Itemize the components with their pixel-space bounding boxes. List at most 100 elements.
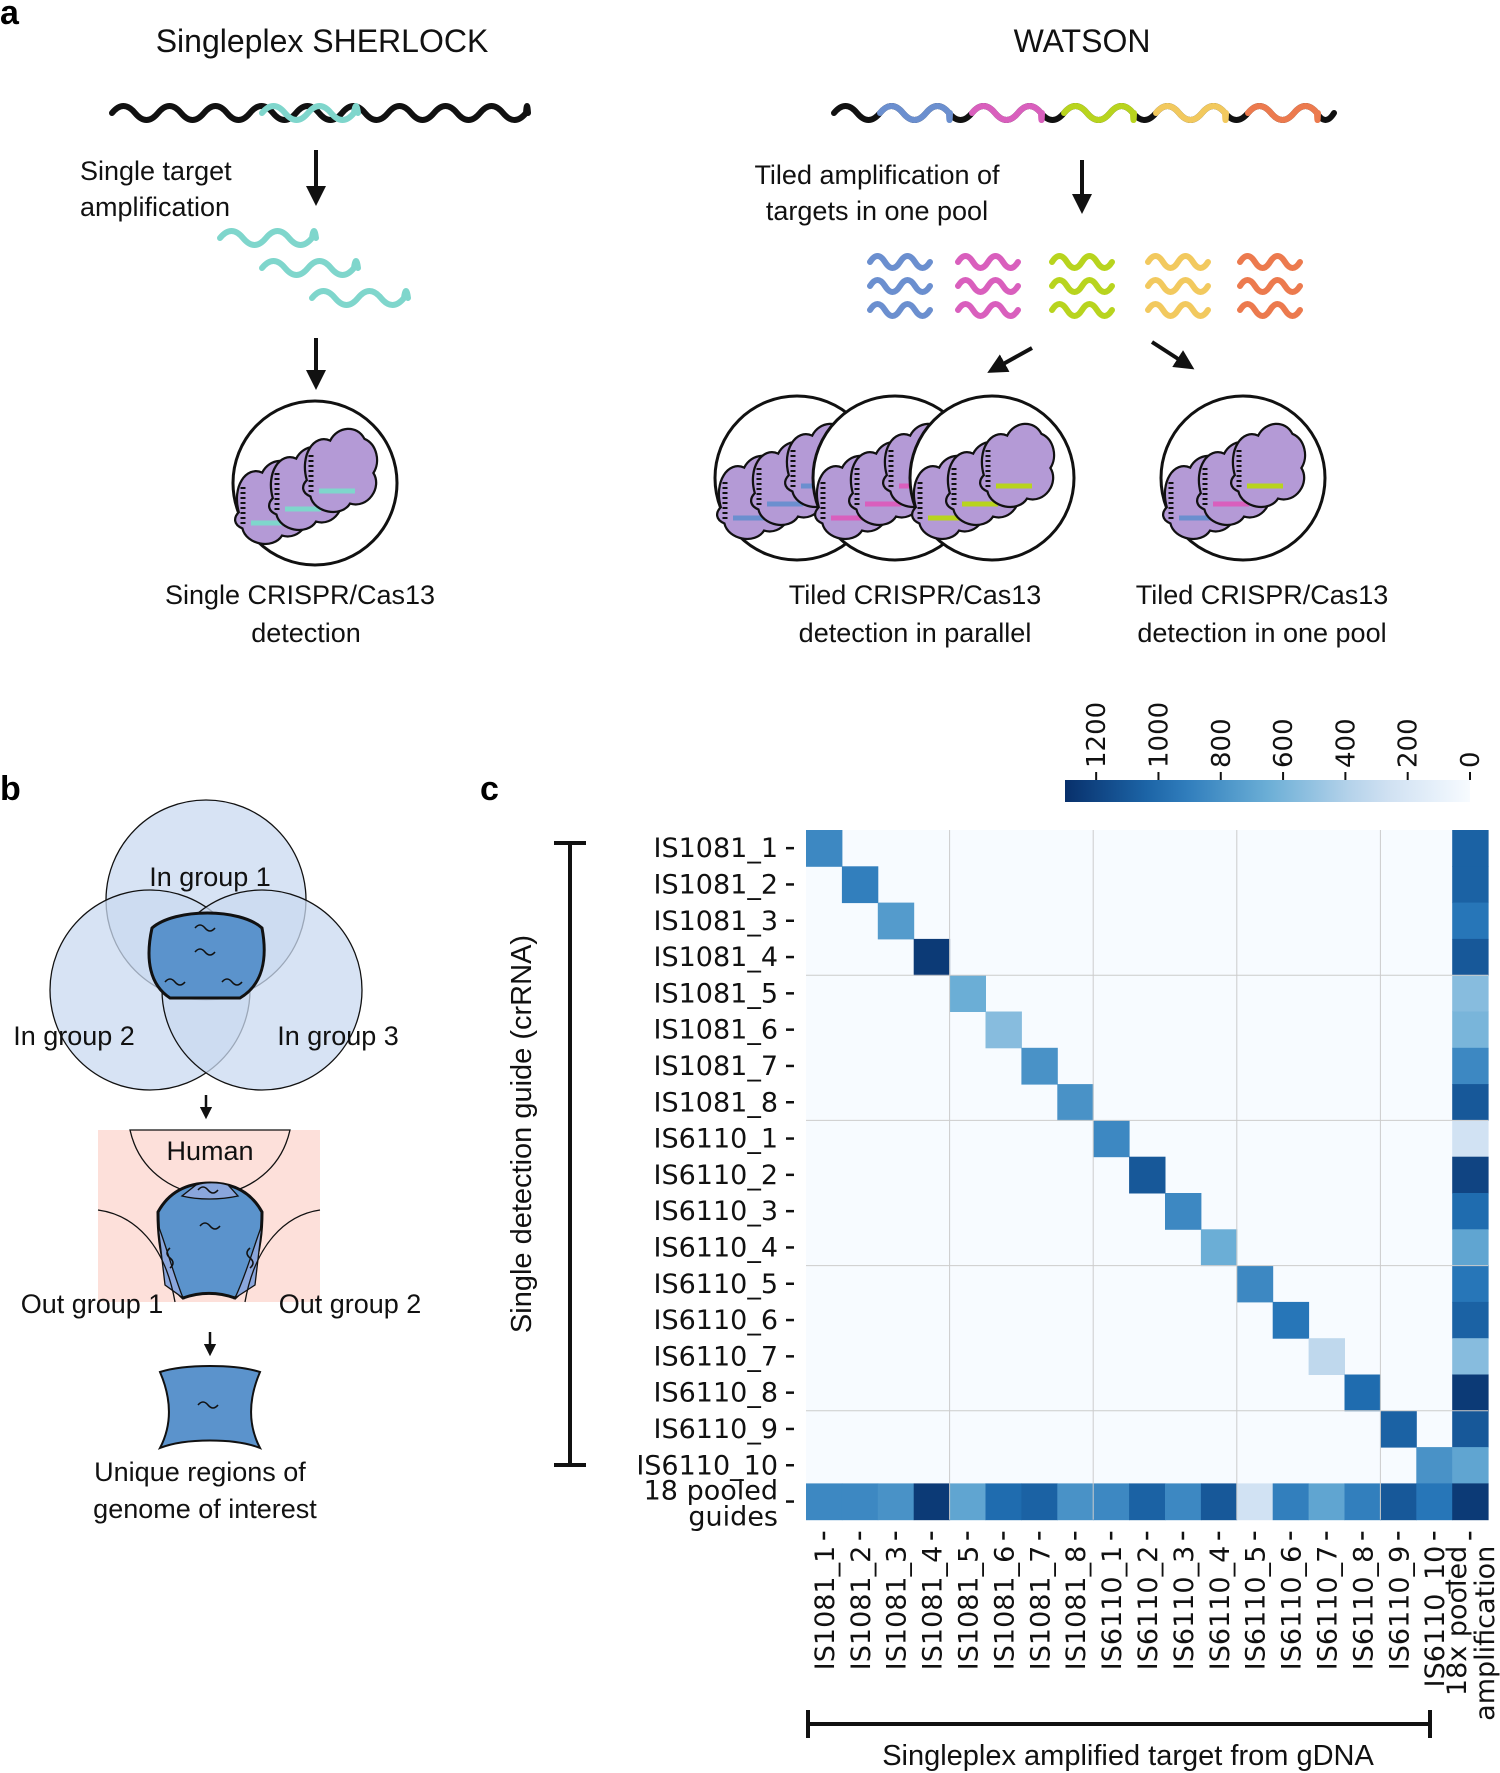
panel-b-letter: b	[0, 770, 21, 808]
single-target-label-1: Single target	[80, 156, 232, 186]
row-label: guides	[688, 1502, 778, 1533]
heatmap-cell	[1200, 1483, 1238, 1521]
amplified-targets-teal	[217, 228, 411, 308]
heatmap-cell	[1452, 938, 1489, 976]
venn-group3-label: In group 3	[277, 1021, 399, 1051]
tiled-parallel-label-1: Tiled CRISPR/Cas13	[789, 580, 1042, 610]
out-group2-region	[244, 1209, 321, 1303]
column-label: IS1081_7	[1025, 1546, 1056, 1671]
column-label: IS1081_3	[882, 1546, 913, 1671]
column-label: IS6110_5	[1241, 1546, 1272, 1671]
subtraction-diagram	[97, 1129, 321, 1303]
column-label: IS6110_2	[1133, 1546, 1164, 1671]
heatmap-cell	[1021, 1047, 1058, 1085]
venn-group2-label: In group 2	[13, 1021, 135, 1051]
heatmap-cell	[877, 1483, 915, 1521]
row-label: IS6110_7	[654, 1341, 779, 1372]
heatmap-cell	[1452, 1229, 1489, 1267]
heatmap-cell	[1057, 1084, 1094, 1121]
heatmap-cell	[1452, 1156, 1489, 1194]
panel-c-letter: c	[480, 770, 499, 808]
column-label: 18x pooled	[1442, 1546, 1473, 1696]
heatmap-cell	[1452, 1410, 1489, 1448]
heatmap-cell	[1416, 1447, 1453, 1484]
unique-label-2: genome of interest	[93, 1494, 317, 1524]
column-label: IS1081_5	[954, 1546, 985, 1671]
colorbar-tick-label: 0	[1456, 751, 1486, 768]
heatmap-cell	[1129, 1156, 1166, 1194]
column-bracket	[806, 1710, 1432, 1738]
heatmap-cell	[841, 1483, 879, 1521]
row-label: IS6110_9	[654, 1414, 779, 1445]
heatmap-cell	[1057, 1483, 1094, 1521]
colorbar-tick-label: 200	[1394, 718, 1424, 768]
heatmap	[806, 830, 1489, 1521]
heatmap-cell	[1272, 1301, 1310, 1339]
row-label: IS1081_3	[654, 906, 779, 937]
row-labels: IS1081_1IS1081_2IS1081_3IS1081_4IS1081_5…	[636, 833, 794, 1533]
y-axis-label: Single detection guide (crRNA)	[506, 935, 538, 1333]
row-label: IS6110_6	[654, 1305, 779, 1336]
out-group1-label: Out group 1	[21, 1289, 164, 1319]
watson-title: WATSON	[1014, 23, 1151, 59]
tiled-pool-label-1: Tiled CRISPR/Cas13	[1136, 580, 1389, 610]
row-label: IS6110_8	[654, 1378, 779, 1409]
heatmap-cell	[1452, 1301, 1489, 1339]
colorbar-tick-label: 600	[1269, 718, 1299, 768]
heatmap-cell	[1452, 1047, 1489, 1085]
column-label: IS6110_10	[1420, 1546, 1451, 1688]
heatmap-cell	[1165, 1483, 1202, 1521]
panel-a-letter: a	[0, 0, 20, 32]
colorbar-gradient	[1065, 780, 1470, 802]
column-label: IS6110_9	[1384, 1546, 1415, 1671]
column-label: IS6110_6	[1277, 1546, 1308, 1671]
watson-dna-strand	[831, 103, 1337, 123]
venn-intersection	[147, 911, 266, 1000]
colorbar-tick-label: 1000	[1144, 702, 1174, 768]
column-label: amplification	[1470, 1546, 1500, 1721]
row-label: IS6110_1	[654, 1124, 779, 1155]
heatmap-cell	[1452, 1447, 1489, 1484]
sherlock-dna-strand	[109, 103, 531, 123]
out-group2-label: Out group 2	[279, 1289, 422, 1319]
arrow-left-branch	[987, 346, 1033, 373]
dna-squiggles	[166, 1186, 254, 1269]
single-detect-label-1: Single CRISPR/Cas13	[165, 580, 435, 610]
column-label: IS1081_1	[810, 1546, 841, 1671]
single-detection-well	[231, 399, 399, 567]
column-label: IS6110_7	[1313, 1546, 1344, 1671]
heatmap-cell	[1093, 1483, 1130, 1521]
arrow-right-branch	[1150, 340, 1195, 370]
column-label: IS6110_1	[1097, 1546, 1128, 1671]
heatmap-cell	[1416, 1483, 1453, 1521]
heatmap-cell	[1236, 1483, 1274, 1521]
amplified-targets-tiled	[867, 253, 1303, 319]
column-label: IS1081_2	[846, 1546, 877, 1671]
row-label: IS6110_5	[654, 1269, 779, 1300]
heatmap-cell	[913, 938, 951, 976]
heatmap-cell	[1452, 1084, 1489, 1121]
column-label: IS1081_8	[1061, 1546, 1092, 1671]
row-label: IS1081_6	[654, 1015, 779, 1046]
column-label: IS1081_4	[918, 1546, 949, 1671]
row-label: IS1081_5	[654, 978, 779, 1009]
venn-group1-label: In group 1	[149, 862, 271, 892]
x-axis-label: Singleplex amplified target from gDNA	[882, 1740, 1374, 1772]
tiled-pool-label-2: detection in one pool	[1137, 618, 1386, 648]
row-label: 18 pooled	[644, 1476, 778, 1507]
colorbar-tick-label: 400	[1331, 718, 1361, 768]
row-label: IS6110_10	[636, 1450, 778, 1481]
heatmap-cell	[1452, 1120, 1489, 1158]
row-label: IS1081_2	[654, 869, 779, 900]
dna-squiggles	[164, 924, 243, 986]
heatmap-cell	[1129, 1483, 1166, 1521]
tiled-amp-label-2: targets in one pool	[766, 196, 988, 226]
single-target-label-2: amplification	[80, 192, 230, 222]
single-detect-label-2: detection	[251, 618, 361, 648]
heatmap-cell	[949, 975, 986, 1012]
row-label: IS6110_3	[654, 1196, 779, 1227]
row-label: IS6110_4	[654, 1232, 779, 1263]
